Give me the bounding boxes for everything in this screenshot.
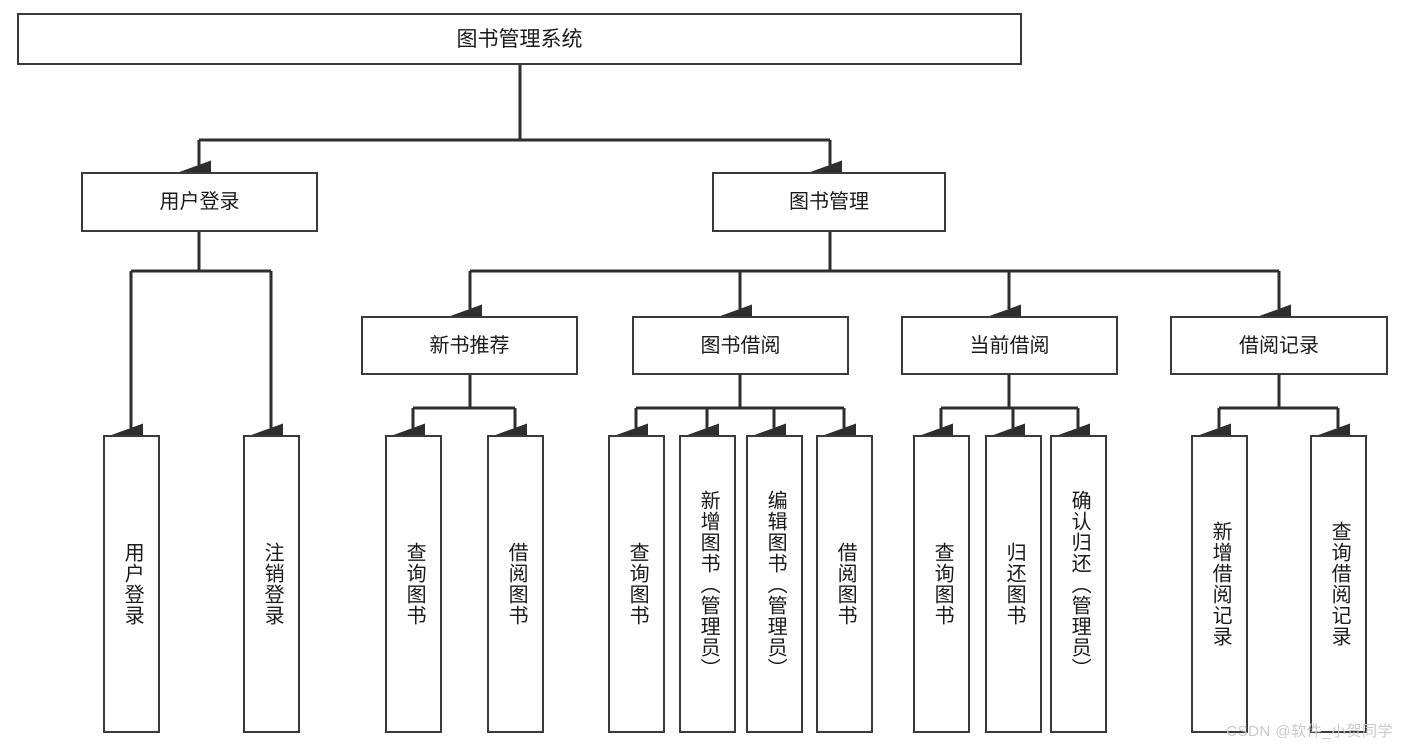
node-leaf-query-book-2-label: 查询图书 [626, 542, 649, 626]
node-leaf-confirm-return-label: 确认归还（管理员） [1068, 489, 1091, 679]
node-leaf-borrow-book-1[interactable]: 借阅图书 [487, 435, 544, 733]
node-book-management-label: 图书管理 [789, 191, 869, 213]
node-leaf-query-book-3-label: 查询图书 [931, 542, 954, 626]
node-leaf-add-book[interactable]: 新增图书（管理员） [679, 435, 736, 733]
node-book-borrow[interactable]: 图书借阅 [632, 316, 849, 375]
watermark: CSDN @软件_小贺同学 [1226, 723, 1393, 740]
node-leaf-return-book-label: 归还图书 [1003, 542, 1026, 626]
node-leaf-query-record[interactable]: 查询借阅记录 [1310, 435, 1367, 733]
node-root-label: 图书管理系统 [456, 27, 583, 51]
node-leaf-query-book-1-label: 查询图书 [403, 542, 426, 626]
node-book-management[interactable]: 图书管理 [712, 172, 946, 232]
node-leaf-borrow-book-2-label: 借阅图书 [834, 542, 857, 626]
node-borrow-record[interactable]: 借阅记录 [1170, 316, 1388, 375]
node-current-borrow[interactable]: 当前借阅 [901, 316, 1118, 375]
node-leaf-borrow-book-1-label: 借阅图书 [505, 542, 528, 626]
node-leaf-query-book-2[interactable]: 查询图书 [608, 435, 665, 733]
node-leaf-query-record-label: 查询借阅记录 [1328, 521, 1351, 647]
node-new-book-recommend[interactable]: 新书推荐 [361, 316, 578, 375]
node-leaf-add-record-label: 新增借阅记录 [1209, 521, 1232, 647]
node-leaf-confirm-return[interactable]: 确认归还（管理员） [1050, 435, 1107, 733]
node-leaf-edit-book-label: 编辑图书（管理员） [764, 489, 787, 679]
node-leaf-user-login[interactable]: 用户登录 [103, 435, 160, 733]
node-user-login-label: 用户登录 [159, 191, 240, 213]
node-leaf-return-book[interactable]: 归还图书 [985, 435, 1042, 733]
node-leaf-query-book-3[interactable]: 查询图书 [913, 435, 970, 733]
node-root[interactable]: 图书管理系统 [17, 13, 1022, 65]
node-book-borrow-label: 图书借阅 [700, 334, 781, 357]
node-leaf-logout[interactable]: 注销登录 [243, 435, 300, 733]
node-leaf-add-book-label: 新增图书（管理员） [697, 489, 720, 679]
node-current-borrow-label: 当前借阅 [969, 334, 1050, 357]
node-user-login[interactable]: 用户登录 [81, 172, 318, 232]
node-new-book-recommend-label: 新书推荐 [429, 334, 510, 357]
node-leaf-logout-label: 注销登录 [261, 542, 284, 626]
node-leaf-borrow-book-2[interactable]: 借阅图书 [816, 435, 873, 733]
node-leaf-add-record[interactable]: 新增借阅记录 [1191, 435, 1248, 733]
node-leaf-user-login-label: 用户登录 [121, 542, 144, 626]
node-leaf-edit-book[interactable]: 编辑图书（管理员） [746, 435, 803, 733]
node-leaf-query-book-1[interactable]: 查询图书 [385, 435, 442, 733]
node-borrow-record-label: 借阅记录 [1239, 334, 1319, 357]
